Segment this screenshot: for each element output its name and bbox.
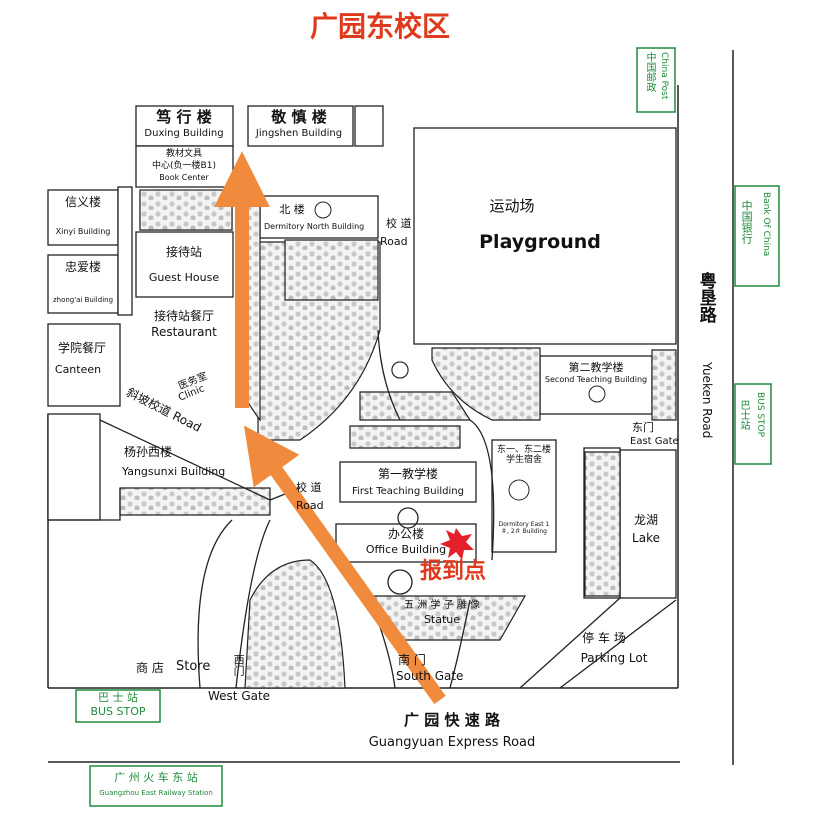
guest-house [135,231,234,298]
north-building-cn: 北 楼 [279,203,305,216]
bank-of-china-sign [734,185,780,287]
bus-stop-east-cn: 巴士站 [738,400,749,430]
road-mid-en: Road [296,499,324,512]
first-teaching-en: First Teaching Building [352,486,464,497]
canteen-en: Canteen [54,363,102,376]
xinyi-building [47,189,119,246]
parking-cn: 停 车 场 [582,631,626,645]
restaurant-en: Restaurant [151,325,217,339]
north-building-en: Dermitory North Building [264,222,365,231]
parking-en: Parking Lot [580,651,648,665]
restaurant-cn: 接待站餐厅 [153,309,215,323]
east-dorm-cn: 东一、东二楼学生宿舍 [496,445,551,465]
xinyi-cn: 信义楼 [64,195,102,209]
south-gate-en: South Gate [396,669,464,683]
playground-en: Playground [479,231,601,253]
yueken-road-cn: 粤垦路 [695,272,716,323]
check-in-star [440,528,474,560]
second-teaching-cn: 第二教学楼 [568,361,624,374]
bus-stop-west-cn: 巴 士 站 [98,691,138,704]
store-en: Store [176,659,211,674]
second-teaching-building [539,355,653,415]
bus-stop-west-en: BUS STOP [90,705,146,718]
yangsunxi-cn: 杨孙西楼 [124,445,173,459]
playground [413,127,677,345]
guest-house-en: Guest House [148,271,220,284]
road-north-cn: 校 道 [386,217,412,230]
canteen-cn: 学院餐厅 [57,341,107,355]
book-center-cn1: 教材文具 [165,149,203,159]
dragon-lake [619,449,677,599]
east-gate-en: East Gate [630,436,679,447]
china-post-cn: 中国邮政 [644,52,655,92]
zhongai-en: zhong'ai Building [52,296,114,304]
zhongai-cn: 忠爱楼 [64,260,102,274]
statue-en: Statue [423,613,461,626]
map-title: 广园东校区 [310,10,451,43]
railway-cn: 广 州 火 车 东 站 [114,771,198,784]
book-center-en: Book Center [159,173,209,182]
playground-cn: 运动场 [489,197,535,215]
store-cn: 商 店 [136,661,164,675]
statue-cn: 五 洲 学 子 雕 像 [404,600,480,611]
bank-of-china-cn: 中国银行 [740,200,754,244]
road-mid-cn: 校 道 [296,481,322,494]
yangsunxi-en: Yangsunxi Building [122,465,226,478]
bus-stop-east-sign [734,383,772,465]
second-teaching-en: Second Teaching Building [544,375,648,384]
railway-en: Guangzhou East Railway Station [99,789,213,797]
office-en: Office Building [365,543,447,556]
check-in-label: 报到点 [420,559,487,584]
first-teaching-cn: 第一教学楼 [377,467,439,481]
china-post-sign [636,47,676,113]
xinyi-en: Xinyi Building [55,227,111,236]
expressway-en: Guangyuan Express Road [368,735,536,750]
guest-house-cn: 接待站 [165,245,203,259]
office-cn: 办公楼 [387,527,425,541]
bank-of-china-en: Bank Of China [760,192,771,257]
east-dorm-en: Dormitory East 1＃, 2＃ Building [498,521,550,535]
jingshen-cn: 敬 慎 楼 [271,108,327,126]
road-north-en: Road [380,235,408,248]
first-teaching-building [339,461,477,503]
railway-station-sign [89,765,223,807]
jingshen-en: Jingshen Building [255,128,343,139]
bus-stop-west-sign [75,689,161,723]
duxing-en: Duxing Building [144,128,224,139]
bus-stop-east-en: BUS STOP [754,392,765,438]
yueken-road-en: Yueken Road [700,362,715,439]
duxing-cn: 笃 行 楼 [156,108,212,126]
china-post-en: China Post [658,52,669,100]
canteen [47,323,121,407]
west-gate-en: West Gate [208,689,271,703]
west-gate-cn: 西门 [232,654,246,676]
expressway-cn: 广 园 快 速 路 [404,711,500,729]
dragon-lake-cn: 龙湖 [633,513,659,527]
east-gate-cn: 东门 [632,421,654,434]
jingshen-building [247,105,354,147]
duxing-building [135,105,234,147]
dragon-lake-en: Lake [632,531,660,545]
south-gate-cn: 南 门 [398,653,426,667]
book-center-cn2: 中心(负一楼B1) [152,161,216,171]
